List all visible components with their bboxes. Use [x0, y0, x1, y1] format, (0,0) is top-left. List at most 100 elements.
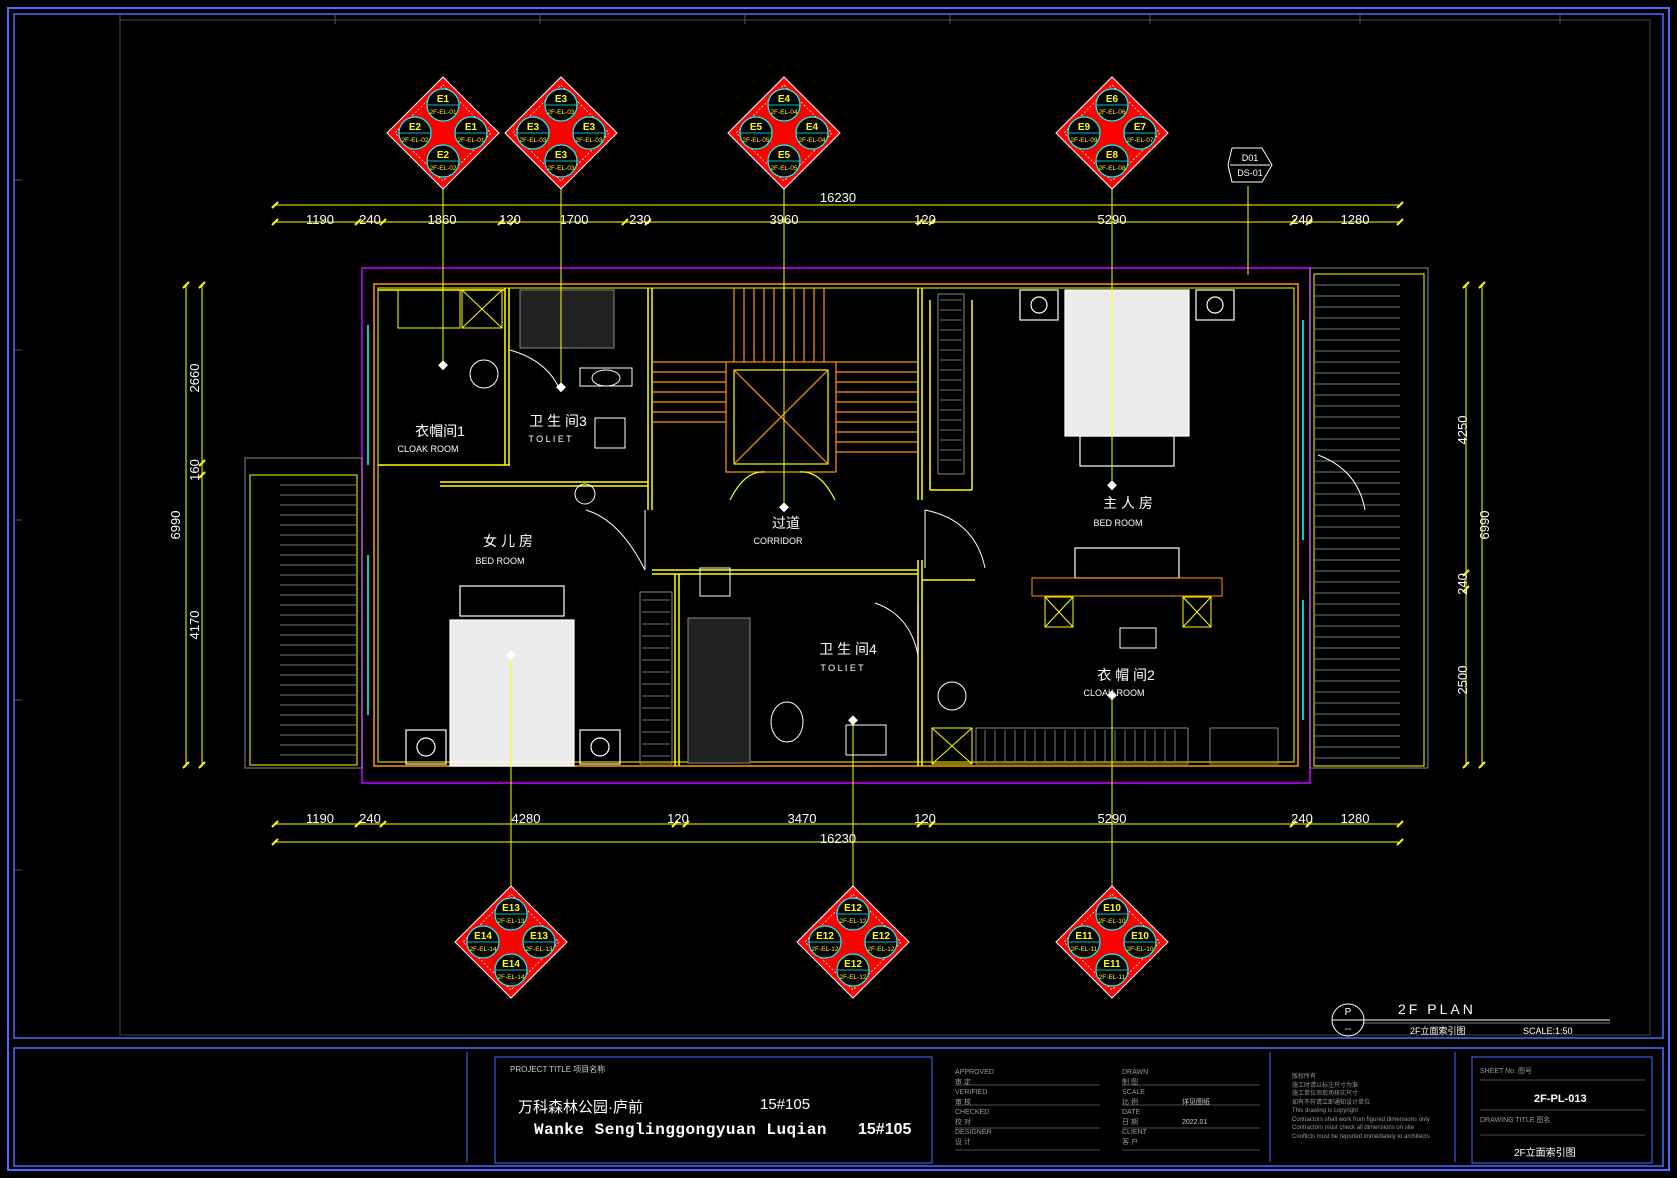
dim-left-seg: 160 [187, 459, 202, 481]
tag-elevation-id: E4 [778, 94, 791, 105]
info-en: DRAWN [1122, 1069, 1149, 1076]
dim-bottom-seg: 1190 [306, 811, 334, 826]
left-terrace [244, 457, 363, 769]
tag-sheet-ref: 2F-EL-10 [1126, 946, 1153, 953]
project-title-label: PROJECT TITLE 项目名称 [510, 1065, 606, 1074]
room-name: 主 人 房 [1103, 495, 1153, 511]
tag-elevation-id: E5 [778, 150, 791, 161]
approval-en: VERIFIED [955, 1089, 988, 1096]
dim-right-seg: 2500 [1455, 666, 1470, 695]
dim-top-seg: 120 [914, 212, 936, 227]
tag-sheet-ref: 2F-EL-02 [401, 137, 428, 144]
sheet-number: 2F-PL-013 [1534, 1093, 1587, 1105]
info-row: 比 例详见图纸 [1122, 1098, 1272, 1108]
note-line: 如有不符请立即通知设计单位 [1292, 1099, 1371, 1106]
tag-diamond [796, 885, 910, 999]
tag-sheet-ref: 2F-EL-12 [839, 918, 866, 925]
room-name-en: BED ROOM [475, 556, 524, 566]
approval-en: APPROVED [955, 1069, 994, 1076]
approval-zh: 审 核 [955, 1099, 971, 1106]
tag-sheet-ref: 2F-EL-11 [1099, 974, 1126, 981]
tag-elevation-id: E1 [437, 94, 450, 105]
dim-top-seg: 1860 [428, 212, 457, 227]
note-line: Conflicts must be reported immediately t… [1292, 1133, 1430, 1140]
room-name: 衣帽间1 [415, 423, 465, 439]
dim-right-seg: 240 [1455, 573, 1470, 595]
tag-elevation-id: E5 [750, 122, 763, 133]
tag-leaders [442, 186, 1249, 890]
room-name: 衣 帽 间2 [1097, 667, 1155, 683]
approval-en: CHECKED [955, 1109, 990, 1116]
info-zh: 比 例 [1122, 1099, 1138, 1106]
room-name: 过道 [772, 515, 800, 531]
detail-tag-sheet: DS-01 [1237, 168, 1263, 178]
right-terrace-hatch [1314, 284, 1400, 759]
tag-sheet-ref: 2F-EL-04 [798, 137, 825, 144]
tag-elevation-id: E12 [844, 903, 862, 914]
tag-sheet-ref: 2F-EL-09 [1070, 137, 1097, 144]
tag-elevation-id: E14 [502, 959, 520, 970]
dim-left-seg: 2660 [187, 364, 202, 393]
dim-bottom-seg: 4280 [512, 811, 541, 826]
dim-right-total: 6990 [1477, 511, 1492, 540]
elevation-index-tag: E122F-EL-12E122F-EL-12E122F-EL-12E122F-E… [796, 885, 910, 999]
tag-sheet-ref: 2F-EL-01 [457, 137, 484, 144]
plan-scale: SCALE:1:50 [1523, 1026, 1573, 1036]
bed-daughter [405, 585, 621, 767]
bed-master [1019, 289, 1235, 579]
left-terrace-inner [249, 474, 358, 766]
tag-elevation-id: E12 [816, 931, 834, 942]
right-terrace-inner [1313, 273, 1425, 767]
sheet-no-label: SHEET No. 图号 [1480, 1068, 1532, 1075]
tag-diamond [386, 76, 500, 190]
tag-elevation-id: E3 [527, 122, 540, 133]
tag-elevation-id: E2 [409, 122, 422, 133]
grid-ticks [14, 14, 1561, 871]
dim-left-total: 6990 [168, 511, 183, 540]
dim-top-seg: 1700 [560, 212, 589, 227]
left-terrace-hatch [280, 484, 357, 756]
info-en: CLIENT [1122, 1129, 1147, 1136]
tag-elevation-id: E12 [872, 931, 890, 942]
title-block-lines [466, 1052, 1653, 1164]
sanitary [469, 359, 967, 756]
plan-symbol-top: P [1345, 1007, 1352, 1018]
tag-leader-dots [438, 360, 1117, 726]
right-terrace [1309, 267, 1429, 769]
tag-sheet-ref: 2F-EL-04 [770, 109, 797, 116]
dim-bottom-seg: 240 [1291, 811, 1313, 826]
tag-diamond [727, 76, 841, 190]
elevation-tags: E12F-EL-01E22F-EL-02E12F-EL-01E22F-EL-02… [386, 76, 1169, 999]
tag-sheet-ref: 2F-EL-05 [770, 165, 797, 172]
dimension-ticks [182, 201, 1486, 846]
tag-elevation-id: E12 [844, 959, 862, 970]
note-line: 施工单位须现场核实尺寸 [1292, 1091, 1359, 1097]
tag-sheet-ref: 2F-EL-11 [1071, 946, 1098, 953]
tag-sheet-ref: 2F-EL-01 [429, 109, 456, 116]
plan-title-block: P -- 2F PLAN 2F立面索引图 SCALE:1:50 [1331, 1001, 1610, 1037]
tag-elevation-id: E6 [1106, 94, 1119, 105]
dim-bottom-seg: 1280 [1341, 811, 1370, 826]
tag-sheet-ref: 2F-EL-02 [429, 165, 456, 172]
tag-sheet-ref: 2F-EL-12 [839, 974, 866, 981]
tag-sheet-ref: 2F-EL-10 [1098, 918, 1125, 925]
info-value: 2022.01 [1182, 1119, 1208, 1126]
drawing-title-label: DRAWING TITLE 图名 [1480, 1117, 1551, 1124]
note-line: Contractors shall work from figured dime… [1292, 1116, 1430, 1123]
tag-elevation-id: E3 [555, 94, 568, 105]
plan-symbol-bottom: -- [1345, 1024, 1352, 1035]
drawing-border [119, 19, 1651, 1036]
approval-zh: 审 定 [955, 1079, 971, 1086]
approval-block: APPROVED 审 定 VERIFIED 审 核 CHECKED 校 对 DE… [955, 1068, 994, 1148]
tag-sheet-ref: 2F-EL-14 [497, 974, 524, 981]
approval-zh: 设 计 [955, 1139, 971, 1146]
room-name: 女 儿 房 [483, 533, 533, 549]
dim-bottom-seg: 120 [914, 811, 936, 826]
detail-tag: D01 DS-01 [1227, 147, 1273, 183]
dim-bottom-seg: 120 [667, 811, 689, 826]
info-zh: 客 户 [1122, 1139, 1138, 1146]
note-line: 版权所有 [1292, 1074, 1317, 1080]
dim-bottom-total: 16230 [820, 831, 856, 846]
